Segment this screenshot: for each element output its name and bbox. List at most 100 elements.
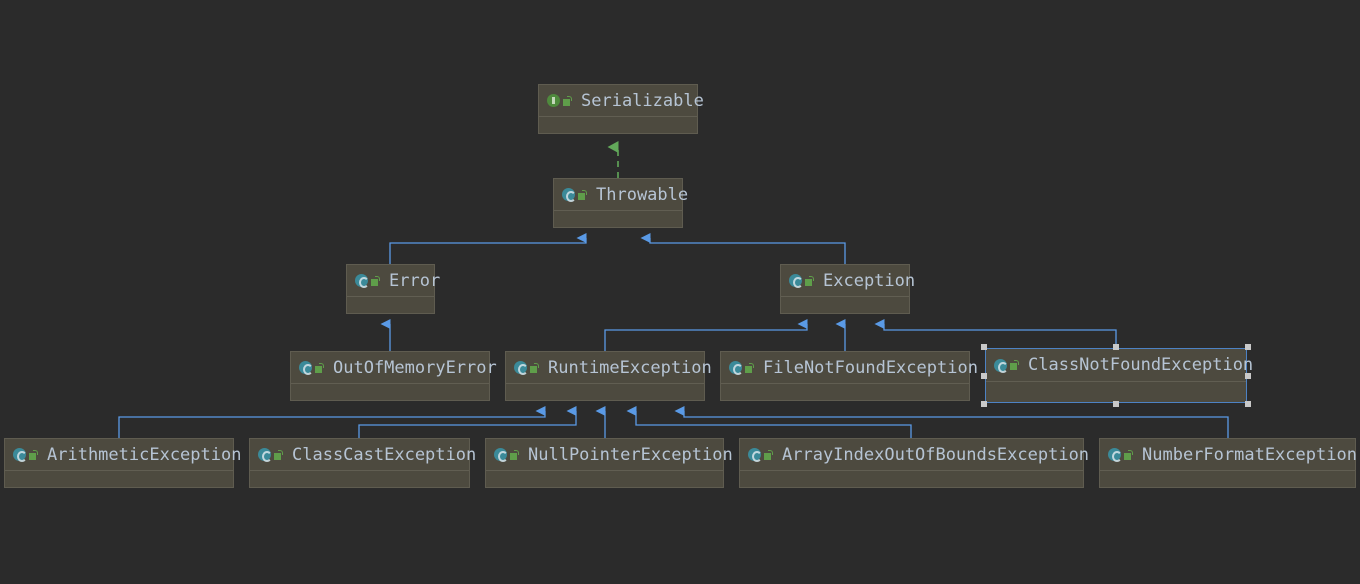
class-icon <box>494 448 519 462</box>
class-node-classnotfoundexception[interactable]: ClassNotFoundException <box>985 348 1253 403</box>
class-icon <box>258 448 283 462</box>
visibility-lock-icon <box>510 449 519 460</box>
class-node-serializable[interactable]: Serializable <box>538 84 704 134</box>
class-icon <box>789 274 814 288</box>
visibility-lock-icon <box>1124 449 1133 460</box>
class-icon <box>562 188 587 202</box>
class-node-members-compartment[interactable] <box>740 471 1083 487</box>
class-node-header[interactable]: NullPointerException <box>486 439 733 471</box>
visibility-lock-icon <box>1010 360 1019 370</box>
class-node-label: ClassCastException <box>292 444 477 465</box>
edge-classcastexception-to-runtimeexception <box>358 406 577 438</box>
class-node-members-compartment[interactable] <box>539 117 697 133</box>
resize-handle-sw[interactable] <box>981 401 987 407</box>
visibility-lock-icon <box>563 95 572 106</box>
class-node-label: ClassNotFoundException <box>1028 355 1254 375</box>
visibility-lock-icon <box>530 362 539 373</box>
edge-exception-to-throwable <box>640 233 846 264</box>
class-node-runtimeexception[interactable]: RuntimeException <box>505 351 712 401</box>
class-glyph-icon <box>258 448 272 462</box>
class-node-label: NullPointerException <box>528 444 733 465</box>
class-node-members-compartment[interactable] <box>781 297 909 313</box>
edge-arrayindexoutofbounds-to-runtimeexception <box>626 406 912 438</box>
class-node-label: ArithmeticException <box>47 444 242 465</box>
class-node-header[interactable]: ArithmeticException <box>5 439 241 471</box>
resize-handle-n[interactable] <box>1113 344 1119 350</box>
visibility-lock-icon <box>371 275 380 286</box>
class-icon <box>299 361 324 375</box>
class-glyph-icon <box>994 358 1008 373</box>
class-node-members-compartment[interactable] <box>986 382 1246 402</box>
edge-numberformatexception-to-runtimeexception <box>674 406 1229 438</box>
class-node-members-compartment[interactable] <box>250 471 469 487</box>
class-node-header[interactable]: OutOfMemoryError <box>291 352 497 384</box>
class-node-members-compartment[interactable] <box>291 384 489 400</box>
visibility-lock-icon <box>745 362 754 373</box>
class-node-members-compartment[interactable] <box>721 384 969 400</box>
class-glyph-icon <box>494 448 508 462</box>
class-glyph-icon <box>13 448 27 462</box>
class-glyph-icon <box>748 448 762 462</box>
visibility-lock-icon <box>29 449 38 460</box>
class-node-members-compartment[interactable] <box>486 471 723 487</box>
edge-error-to-throwable <box>389 233 587 264</box>
class-glyph-icon <box>562 188 576 202</box>
class-node-label: Exception <box>823 270 916 291</box>
class-glyph-icon <box>789 274 803 288</box>
class-node-arithmeticexception[interactable]: ArithmeticException <box>4 438 241 488</box>
class-node-header[interactable]: Serializable <box>539 85 704 117</box>
class-node-label: OutOfMemoryError <box>333 357 497 378</box>
class-node-classcastexception[interactable]: ClassCastException <box>249 438 476 488</box>
class-icon <box>729 361 754 375</box>
class-glyph-icon <box>299 361 313 375</box>
class-node-label: ArrayIndexOutOfBoundsException <box>782 444 1090 465</box>
class-node-members-compartment[interactable] <box>506 384 704 400</box>
resize-handle-ne[interactable] <box>1245 344 1251 350</box>
class-node-members-compartment[interactable] <box>554 211 682 227</box>
class-node-label: Throwable <box>596 184 689 205</box>
class-node-header[interactable]: Error <box>347 265 440 297</box>
resize-handle-se[interactable] <box>1245 401 1251 407</box>
class-node-numberformatexception[interactable]: NumberFormatException <box>1099 438 1357 488</box>
class-node-header[interactable]: ClassCastException <box>250 439 476 471</box>
class-node-header[interactable]: ClassNotFoundException <box>986 349 1253 382</box>
class-node-label: Error <box>389 270 441 291</box>
visibility-lock-icon <box>764 449 773 460</box>
resize-handle-s[interactable] <box>1113 401 1119 407</box>
class-icon <box>13 448 38 462</box>
class-node-label: FileNotFoundException <box>763 357 978 378</box>
class-glyph-icon <box>1108 448 1122 462</box>
visibility-lock-icon <box>274 449 283 460</box>
class-node-exception[interactable]: Exception <box>780 264 915 314</box>
visibility-lock-icon <box>805 275 814 286</box>
edge-runtimeexception-to-exception <box>604 319 808 351</box>
class-node-members-compartment[interactable] <box>5 471 233 487</box>
interface-icon <box>547 94 572 107</box>
class-node-header[interactable]: ArrayIndexOutOfBoundsException <box>740 439 1089 471</box>
class-node-label: Serializable <box>581 90 704 111</box>
class-icon <box>514 361 539 375</box>
resize-handle-w[interactable] <box>981 372 987 379</box>
interface-glyph-icon <box>547 94 560 107</box>
class-node-nullpointerexception[interactable]: NullPointerException <box>485 438 733 488</box>
class-icon <box>1108 448 1133 462</box>
class-icon <box>748 448 773 462</box>
resize-handle-nw[interactable] <box>981 344 987 350</box>
class-node-header[interactable]: NumberFormatException <box>1100 439 1357 471</box>
resize-handle-e[interactable] <box>1245 372 1251 379</box>
class-node-header[interactable]: RuntimeException <box>506 352 712 384</box>
class-node-filenotfoundexception[interactable]: FileNotFoundException <box>720 351 978 401</box>
class-node-label: RuntimeException <box>548 357 712 378</box>
class-node-arrayindexoutofbounds[interactable]: ArrayIndexOutOfBoundsException <box>739 438 1089 488</box>
class-node-members-compartment[interactable] <box>347 297 434 313</box>
class-node-header[interactable]: Exception <box>781 265 915 297</box>
class-node-header[interactable]: Throwable <box>554 179 688 211</box>
class-icon <box>994 358 1019 373</box>
visibility-lock-icon <box>315 362 324 373</box>
class-node-outofmemoryerror[interactable]: OutOfMemoryError <box>290 351 497 401</box>
class-node-members-compartment[interactable] <box>1100 471 1355 487</box>
class-node-header[interactable]: FileNotFoundException <box>721 352 978 384</box>
class-node-throwable[interactable]: Throwable <box>553 178 688 228</box>
class-node-error[interactable]: Error <box>346 264 440 314</box>
